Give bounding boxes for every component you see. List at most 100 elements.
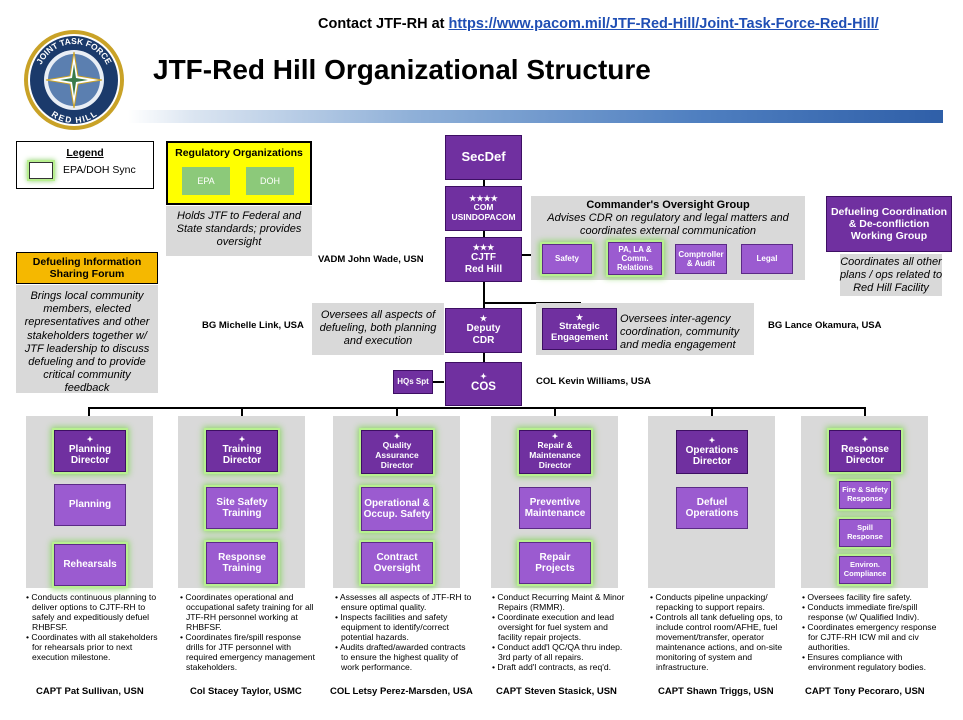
- planning-director-box: ✦ Planning Director: [54, 430, 126, 472]
- secdef-box: SecDef: [445, 135, 522, 180]
- regulatory-desc-panel: [166, 206, 312, 256]
- planning-bullets: • Conducts continuous planning to delive…: [26, 592, 160, 662]
- chain-line-main: [483, 180, 485, 406]
- three-star-icon: ★★★: [472, 243, 495, 252]
- repair-leader: CAPT Steven Stasick, USN: [496, 686, 617, 697]
- deputy-line1: Deputy: [466, 323, 501, 334]
- legend-title: Legend: [66, 147, 104, 159]
- epa-box: EPA: [182, 167, 230, 195]
- forum-title: Defueling Information Sharing Forum: [32, 255, 142, 280]
- eagle-insignia-icon: ✦: [861, 434, 869, 444]
- rehearsals-unit: Rehearsals: [54, 544, 126, 586]
- contract-oversight-unit: Contract Oversight: [361, 542, 433, 584]
- operations-director-box: ✦ Operations Director: [676, 430, 748, 474]
- regulatory-title: Regulatory Organizations: [175, 147, 303, 159]
- eagle-insignia-icon: ✦: [708, 435, 716, 445]
- cos-box: ✦ COS: [445, 362, 522, 406]
- chain-line-hqs: [432, 381, 444, 383]
- forum-box: Defueling Information Sharing Forum: [16, 252, 158, 284]
- cos-label: COS: [471, 381, 496, 394]
- chain-line-left: [483, 300, 484, 301]
- com-usindopacom-box: ★★★★ COM USINDOPACOM: [445, 186, 522, 231]
- one-star-icon: ★: [575, 313, 584, 323]
- oversight-safety: Safety: [542, 244, 592, 274]
- task-force-seal: JOINT TASK FORCE RED HILL: [22, 28, 126, 132]
- directorate-bar: [88, 407, 866, 409]
- planning-leader: CAPT Pat Sullivan, USN: [36, 686, 144, 697]
- training-bullet: • Coordinates fire/spill response drills…: [180, 632, 315, 673]
- cjtf-name: VADM John Wade, USN: [318, 254, 424, 265]
- cjtf-box: ★★★ CJTF Red Hill: [445, 237, 522, 282]
- forum-desc: Brings local community members, elected …: [24, 290, 150, 395]
- qa-bullet: • Audits drafted/awarded contracts to en…: [335, 642, 466, 673]
- eagle-insignia-icon: ✦: [86, 434, 94, 444]
- defuel-operations-unit: Defuel Operations: [676, 487, 748, 529]
- response-bullet: • Coordinates emergency response for CJT…: [802, 622, 937, 653]
- repair-director-label: Repair & Maintenance Director: [529, 440, 581, 470]
- drop-6: [864, 407, 866, 418]
- defuel-wg-desc: Coordinates all other plans / ops relate…: [839, 256, 943, 295]
- planning-bullet: • Coordinates with all stakeholders for …: [26, 632, 158, 663]
- strategic-name: BG Lance Okamura, USA: [768, 320, 882, 331]
- oversight-desc: Advises CDR on regulatory and legal matt…: [547, 212, 789, 238]
- repair-bullet: • Draft add'l contracts, as req'd.: [492, 662, 612, 673]
- planning-unit: Planning: [54, 484, 126, 526]
- operations-bullet: • Controls all tank defueling ops, to in…: [650, 612, 783, 673]
- eagle-insignia-icon: ✦: [238, 434, 246, 444]
- drop-5: [711, 407, 713, 418]
- drop-3: [396, 407, 398, 418]
- qa-bullet: • Inspects facilities and safety equipme…: [335, 612, 449, 643]
- drop-4: [554, 407, 556, 418]
- legend-item: EPA/DOH Sync: [63, 164, 136, 176]
- four-star-icon: ★★★★: [469, 193, 498, 203]
- response-bullet: • Conducts immediate fire/spill response…: [802, 602, 920, 623]
- deputy-name: BG Michelle Link, USA: [202, 320, 304, 331]
- training-director-box: ✦ Training Director: [206, 430, 278, 472]
- response-training-unit: Response Training: [206, 542, 278, 584]
- preventive-maintenance-unit: Preventive Maintenance: [519, 487, 591, 529]
- doh-box: DOH: [246, 167, 294, 195]
- defuel-wg-desc-panel: [840, 254, 942, 296]
- regulatory-desc: Holds JTF to Federal and State standards…: [176, 210, 302, 249]
- fire-safety-response-unit: Fire & Safety Response: [839, 481, 891, 509]
- environ-compliance-unit: Environ. Compliance: [839, 556, 891, 584]
- response-bullet: • Oversees facility fire safety.: [802, 592, 912, 602]
- response-director-label: Response Director: [841, 443, 889, 467]
- defuel-wg-box: Defueling Coordination & De-confliction …: [826, 196, 952, 252]
- repair-bullet: • Conduct add'l QC/QA thru indep. 3rd pa…: [492, 642, 623, 663]
- cos-name: COL Kevin Williams, USA: [536, 376, 651, 387]
- title-rule: [128, 110, 943, 123]
- eagle-insignia-icon: ✦: [480, 372, 487, 382]
- cjtf-line1: CJTF: [471, 252, 496, 263]
- response-leader: CAPT Tony Pecoraro, USN: [805, 686, 925, 697]
- deputy-line2: CDR: [472, 334, 495, 346]
- com-line1: COM: [473, 201, 494, 212]
- oversight-pa-la-comm: PA, LA & Comm. Relations: [608, 242, 662, 275]
- eagle-insignia-icon: ✦: [551, 432, 559, 442]
- forum-desc-panel: [16, 285, 158, 393]
- drop-2: [241, 407, 243, 418]
- deputy-cdr-box: ★ Deputy CDR: [445, 308, 522, 353]
- com-line2: USINDOPACOM: [451, 211, 516, 222]
- strategic-line1: Strategic: [559, 321, 600, 333]
- operations-leader: CAPT Shawn Triggs, USN: [658, 686, 774, 697]
- oversight-legal: Legal: [741, 244, 793, 274]
- one-star-icon: ★: [479, 314, 488, 323]
- response-bullets: • Oversees facility fire safety. • Condu…: [802, 592, 946, 672]
- qa-director-box: ✦ Quality Assurance Director: [361, 430, 433, 474]
- response-bullet: • Ensures compliance with environment re…: [802, 652, 926, 673]
- strategic-line2: Engagement: [550, 332, 608, 343]
- qa-bullet: • Assesses all aspects of JTF-RH to ensu…: [335, 592, 472, 613]
- planning-bullet: • Conducts continuous planning to delive…: [26, 592, 157, 633]
- cjtf-line2: Red Hill: [464, 263, 503, 275]
- regulatory-box: Regulatory Organizations EPA DOH: [166, 141, 312, 205]
- contact-link[interactable]: https://www.pacom.mil/JTF-Red-Hill/Joint…: [448, 16, 879, 32]
- hqs-spt-box: HQs Spt: [393, 370, 433, 394]
- operations-bullet: • Conducts pipeline unpacking/ repacking…: [650, 592, 768, 613]
- site-safety-training-unit: Site Safety Training: [206, 487, 278, 529]
- repair-projects-unit: Repair Projects: [519, 542, 591, 584]
- repair-bullet: • Conduct Recurring Maint & Minor Repair…: [492, 592, 625, 613]
- page-title: JTF-Red Hill Organizational Structure: [153, 54, 651, 85]
- qa-bullets: • Assesses all aspects of JTF-RH to ensu…: [335, 592, 473, 672]
- spill-response-unit: Spill Response: [839, 519, 891, 547]
